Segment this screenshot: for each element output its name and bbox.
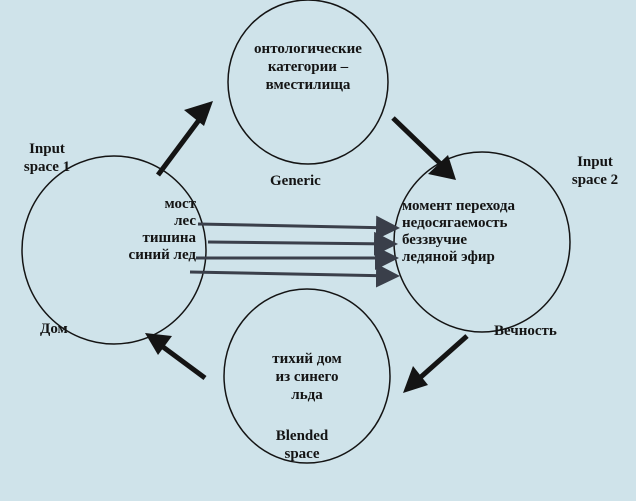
blended-space-circle bbox=[223, 288, 391, 464]
blended-space-label: Blended space bbox=[262, 427, 342, 463]
input-space-1-items: мост лес тишина синий лед bbox=[129, 196, 196, 264]
mapping-line-4 bbox=[189, 263, 400, 288]
input-space-1-circle bbox=[21, 155, 207, 345]
blended-line: тихий дом bbox=[272, 351, 342, 367]
label-line: space bbox=[284, 446, 320, 462]
list-item: ледяной эфир bbox=[402, 249, 495, 265]
generic-content: онтологические категории – вместилища bbox=[236, 40, 380, 94]
generic-space-circle bbox=[227, 0, 389, 165]
blended-line: льда bbox=[291, 387, 323, 403]
blended-content: тихий дом из синего льда bbox=[240, 350, 374, 404]
generic-line: категории – bbox=[267, 59, 349, 75]
input-space-1-label: Input space 1 bbox=[22, 140, 72, 176]
arrow-blended-to-input1 bbox=[145, 333, 207, 381]
generic-line: вместилища bbox=[265, 77, 351, 93]
input-space-2-label: Input space 2 bbox=[565, 153, 625, 189]
arrow-input1-to-generic bbox=[155, 101, 213, 177]
arrow-input2-to-blended bbox=[403, 334, 469, 393]
input-space-2-name: Вечность bbox=[494, 323, 557, 339]
generic-line: онтологические bbox=[254, 41, 362, 57]
generic-label: Generic bbox=[270, 173, 321, 189]
label-line: Input bbox=[29, 141, 65, 157]
mapping-line-1 bbox=[197, 215, 400, 240]
list-item: мост bbox=[164, 196, 196, 212]
list-item: недосягаемость bbox=[402, 215, 508, 231]
blended-line: из синего bbox=[275, 369, 339, 385]
list-item: тишина bbox=[142, 230, 196, 246]
arrow-generic-to-input2 bbox=[391, 116, 456, 180]
label-line: Input bbox=[577, 154, 613, 170]
list-item: беззвучие bbox=[402, 232, 468, 248]
input-space-2-items: момент перехода недосягаемость беззвучие… bbox=[402, 198, 515, 266]
list-item: синий лед bbox=[128, 247, 196, 263]
mapping-line-2 bbox=[207, 231, 398, 256]
list-item: лес bbox=[174, 213, 196, 229]
input-space-1-name: Дом bbox=[40, 321, 68, 337]
list-item: момент перехода bbox=[402, 198, 515, 214]
label-line: Blended bbox=[275, 428, 329, 444]
label-line: space 2 bbox=[571, 172, 619, 188]
label-line: space 1 bbox=[23, 159, 71, 175]
